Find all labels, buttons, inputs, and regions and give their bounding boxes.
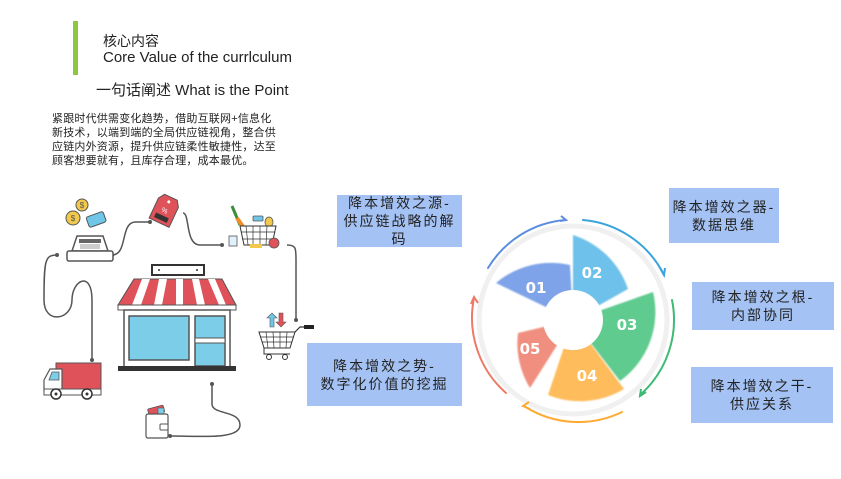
description-line: 应链内外资源，提升供应链柔性敏捷性，达至: [52, 141, 276, 153]
wallet-icon: [145, 404, 169, 439]
segment-03-number: 03: [617, 316, 638, 334]
label-trend-line1: 降本增效之势-: [333, 357, 436, 374]
segment-01-number: 01: [526, 279, 547, 297]
segment-05-number: 05: [520, 340, 541, 358]
arrow-05-to-01: [471, 297, 507, 394]
label-source: 降本增效之源- 供应链战略的解码: [337, 195, 462, 247]
description-line: 新技术，以端到端的全局供应链视角，整合供: [52, 127, 276, 139]
description-line: 顾客想要就有，且库存合理，成本最优。: [52, 155, 254, 167]
section-title-cn: 核心内容: [103, 33, 159, 49]
grocery-basket-icon: [228, 205, 280, 249]
outer-ring: [476, 223, 670, 417]
section-title-en: Core Value of the currlculum: [103, 49, 292, 66]
accent-bar: [73, 21, 78, 75]
label-tool-line1: 降本增效之器-: [672, 198, 776, 215]
segment-02-number: 02: [582, 264, 603, 282]
label-trunk: 降本增效之干- 供应关系: [691, 367, 833, 423]
arrow-01-to-02: [487, 219, 566, 269]
label-tool: 降本增效之器- 数据思维: [669, 188, 779, 243]
label-source-line2: 供应链战略的解码: [343, 213, 456, 247]
description-paragraph: 紧跟时代供需变化趋势，借助互联网+信息化 新技术，以端到端的全局供应链视角，整合…: [52, 112, 292, 168]
arrow-03-to-04: [639, 299, 675, 396]
cycle-wheel-diagram: 01 02 03 04 05: [470, 215, 675, 424]
coins-icon: $ $: [65, 198, 89, 226]
arrow-04-to-05: [523, 405, 623, 424]
svg-text:%: %: [160, 207, 169, 216]
credit-card-icon: [85, 211, 107, 228]
connector-lines: [43, 212, 297, 438]
arrow-02-to-03: [582, 219, 665, 276]
label-root: 降本增效之根- 内部协同: [692, 282, 834, 330]
description-line: 紧跟时代供需变化趋势，借助互联网+信息化: [52, 113, 272, 125]
label-trunk-line1: 降本增效之干-: [710, 378, 814, 394]
retail-supply-chain-illustration: $ $ %: [43, 193, 314, 439]
label-trunk-line2: 供应关系: [730, 396, 794, 412]
label-trend: 降本增效之势- 数字化价值的挖掘: [307, 343, 462, 406]
cash-register-icon: [66, 235, 114, 262]
svg-text:$: $: [71, 214, 76, 223]
label-root-line1: 降本增效之根-: [711, 289, 815, 305]
center-circle: [543, 290, 603, 350]
subtitle: 一句话阐述 What is the Point: [96, 82, 289, 99]
svg-text:$: $: [80, 201, 85, 210]
label-trend-line2: 数字化价值的挖掘: [320, 375, 449, 392]
label-root-line2: 内部协同: [731, 307, 795, 323]
label-tool-line2: 数据思维: [692, 216, 756, 233]
store-icon: [117, 264, 237, 371]
shopping-cart-icon: [258, 312, 314, 360]
delivery-truck-icon: [43, 362, 102, 400]
price-tag-icon: %: [148, 193, 179, 229]
segment-04-number: 04: [577, 367, 598, 385]
label-source-line1: 降本增效之源-: [348, 195, 451, 211]
